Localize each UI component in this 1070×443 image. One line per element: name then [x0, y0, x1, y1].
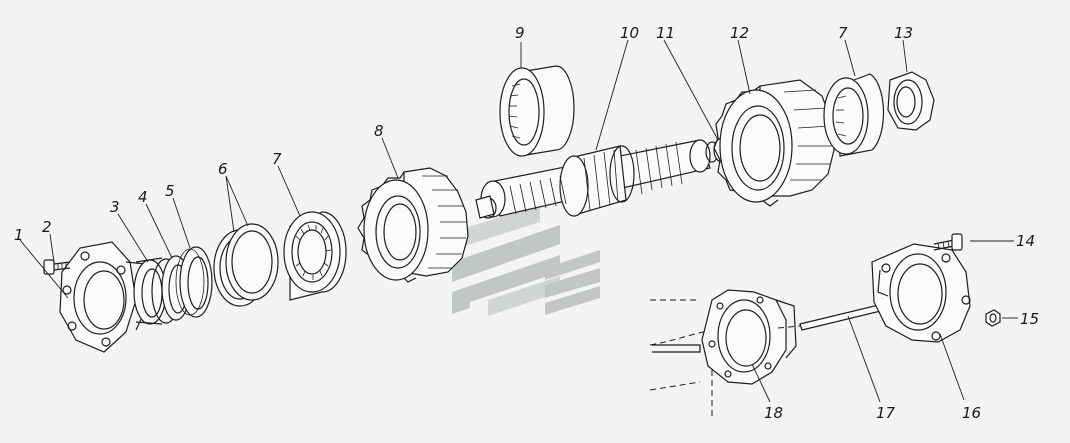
label-part-17: 17 — [876, 404, 896, 422]
part-2-bolt — [43, 259, 71, 275]
part-18-flange — [701, 289, 797, 385]
label-part-7-left: 7 — [272, 150, 282, 168]
label-part-5: 5 — [165, 182, 175, 200]
part-3-seal — [133, 257, 181, 325]
label-part-11: 11 — [656, 24, 675, 42]
part-12-gear — [713, 79, 835, 207]
part-16-cover-plate — [871, 243, 971, 343]
part-8-gear — [357, 167, 469, 283]
part-14-bolt — [933, 233, 963, 251]
label-part-10: 10 — [620, 24, 639, 42]
part-7-bearing-right — [823, 73, 885, 157]
part-1-bearing-cover — [59, 241, 151, 353]
label-part-9: 9 — [515, 24, 525, 42]
part-13-nut — [887, 71, 935, 131]
label-part-3: 3 — [110, 198, 120, 216]
label-part-18: 18 — [764, 404, 783, 422]
housing-outline — [649, 299, 721, 420]
part-6-rings — [213, 223, 279, 307]
label-part-8: 8 — [374, 122, 384, 140]
label-part-7-right: 7 — [838, 24, 848, 42]
watermark-logo — [452, 205, 600, 316]
label-part-12: 12 — [730, 24, 749, 42]
label-part-15: 15 — [1020, 310, 1039, 328]
label-part-6: 6 — [218, 160, 228, 178]
label-part-1: 1 — [14, 226, 24, 244]
label-part-2: 2 — [42, 218, 52, 236]
label-part-13: 13 — [894, 24, 913, 42]
part-labels: 1 2 3 4 5 6 7 8 9 10 11 12 7 13 14 15 16… — [14, 24, 1039, 422]
label-part-16: 16 — [962, 404, 981, 422]
label-part-4: 4 — [138, 188, 148, 206]
leader-lines — [19, 39, 1018, 403]
part-7-bearing-left — [283, 211, 347, 301]
label-part-14: 14 — [1016, 232, 1035, 250]
part-9-needle-bearing — [499, 65, 575, 157]
part-5-ring — [175, 246, 213, 318]
part-15-nut — [985, 309, 1001, 327]
part-10-spline-shaft — [475, 139, 719, 219]
